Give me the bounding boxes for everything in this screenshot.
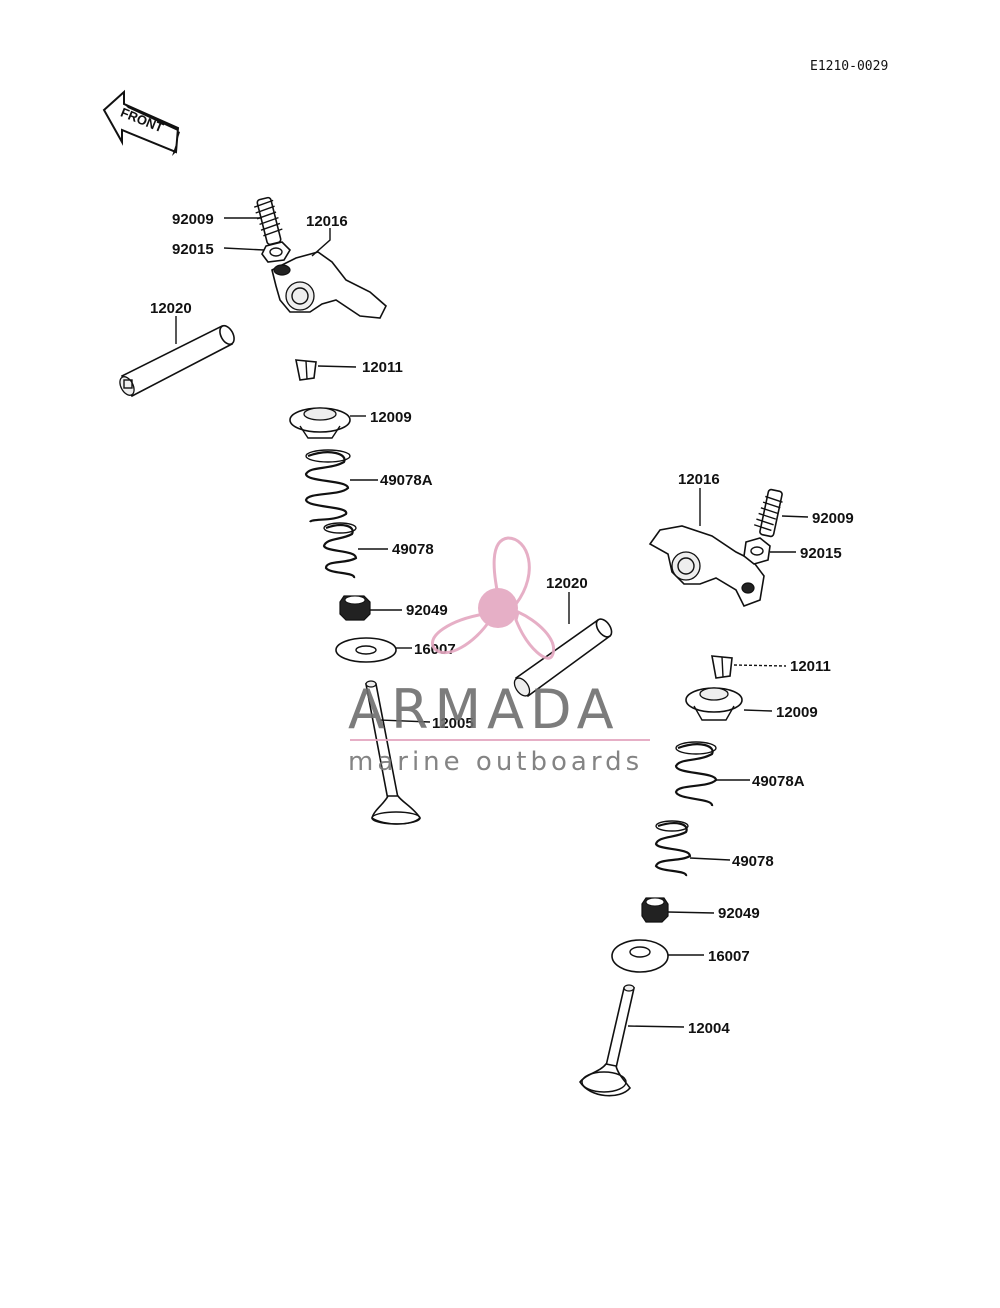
label-12009-left: 12009 bbox=[370, 409, 412, 426]
label-92009-left: 92009 bbox=[172, 211, 214, 228]
diagram-code: E1210-0029 bbox=[810, 59, 888, 74]
oil-seal-left bbox=[339, 595, 371, 621]
label-49078-left: 49078 bbox=[392, 541, 434, 558]
inner-valve-spring-right bbox=[654, 820, 692, 877]
label-12004: 12004 bbox=[688, 1020, 730, 1037]
brand-name: ARMADA bbox=[348, 678, 620, 741]
label-92049-left: 92049 bbox=[406, 602, 448, 619]
collet-right bbox=[711, 655, 733, 679]
spring-seat-left bbox=[335, 637, 397, 663]
adjusting-screw-right bbox=[753, 488, 783, 538]
label-12016-left: 12016 bbox=[306, 213, 348, 230]
label-12005: 12005 bbox=[432, 715, 474, 732]
propeller-logo-icon bbox=[431, 536, 556, 660]
armada-watermark: ARMADA marine outboards bbox=[348, 536, 650, 777]
label-12011-right: 12011 bbox=[790, 658, 831, 675]
label-49078A-left: 49078A bbox=[380, 472, 433, 489]
rocker-arm-right bbox=[648, 525, 765, 608]
intake-valve bbox=[579, 984, 635, 1097]
adjusting-screw-left bbox=[253, 196, 283, 246]
front-arrow-icon: FRONT bbox=[102, 89, 180, 156]
outer-valve-spring-left bbox=[304, 449, 351, 523]
label-12020-left: 12020 bbox=[150, 300, 192, 317]
label-12020-right: 12020 bbox=[546, 575, 588, 592]
label-92015-right: 92015 bbox=[800, 545, 842, 562]
label-12016-right: 12016 bbox=[678, 471, 720, 488]
label-92015-left: 92015 bbox=[172, 241, 214, 258]
label-12009-right: 12009 bbox=[776, 704, 818, 721]
brand-tagline: marine outboards bbox=[348, 747, 643, 777]
label-92049-right: 92049 bbox=[718, 905, 760, 922]
label-49078-right: 49078 bbox=[732, 853, 774, 870]
lock-nut-left bbox=[261, 241, 292, 263]
inner-valve-spring-left bbox=[322, 522, 358, 579]
label-12011-left: 12011 bbox=[362, 359, 403, 376]
rocker-shaft-left bbox=[119, 324, 235, 398]
label-92009-right: 92009 bbox=[812, 510, 854, 527]
collet-left bbox=[295, 359, 317, 381]
spring-seat-right bbox=[611, 939, 669, 973]
spring-retainer-left bbox=[289, 407, 351, 439]
oil-seal-right bbox=[641, 897, 669, 923]
label-49078A-right: 49078A bbox=[752, 773, 805, 790]
outer-valve-spring-right bbox=[674, 741, 718, 807]
label-16007-right: 16007 bbox=[708, 948, 750, 965]
rocker-arm-left bbox=[271, 251, 387, 319]
lock-nut-right bbox=[743, 537, 771, 565]
rocker-shaft-right bbox=[513, 618, 613, 698]
spring-retainer-right bbox=[685, 687, 743, 721]
leader-lines bbox=[175, 217, 809, 1028]
exhaust-valve bbox=[365, 680, 422, 825]
